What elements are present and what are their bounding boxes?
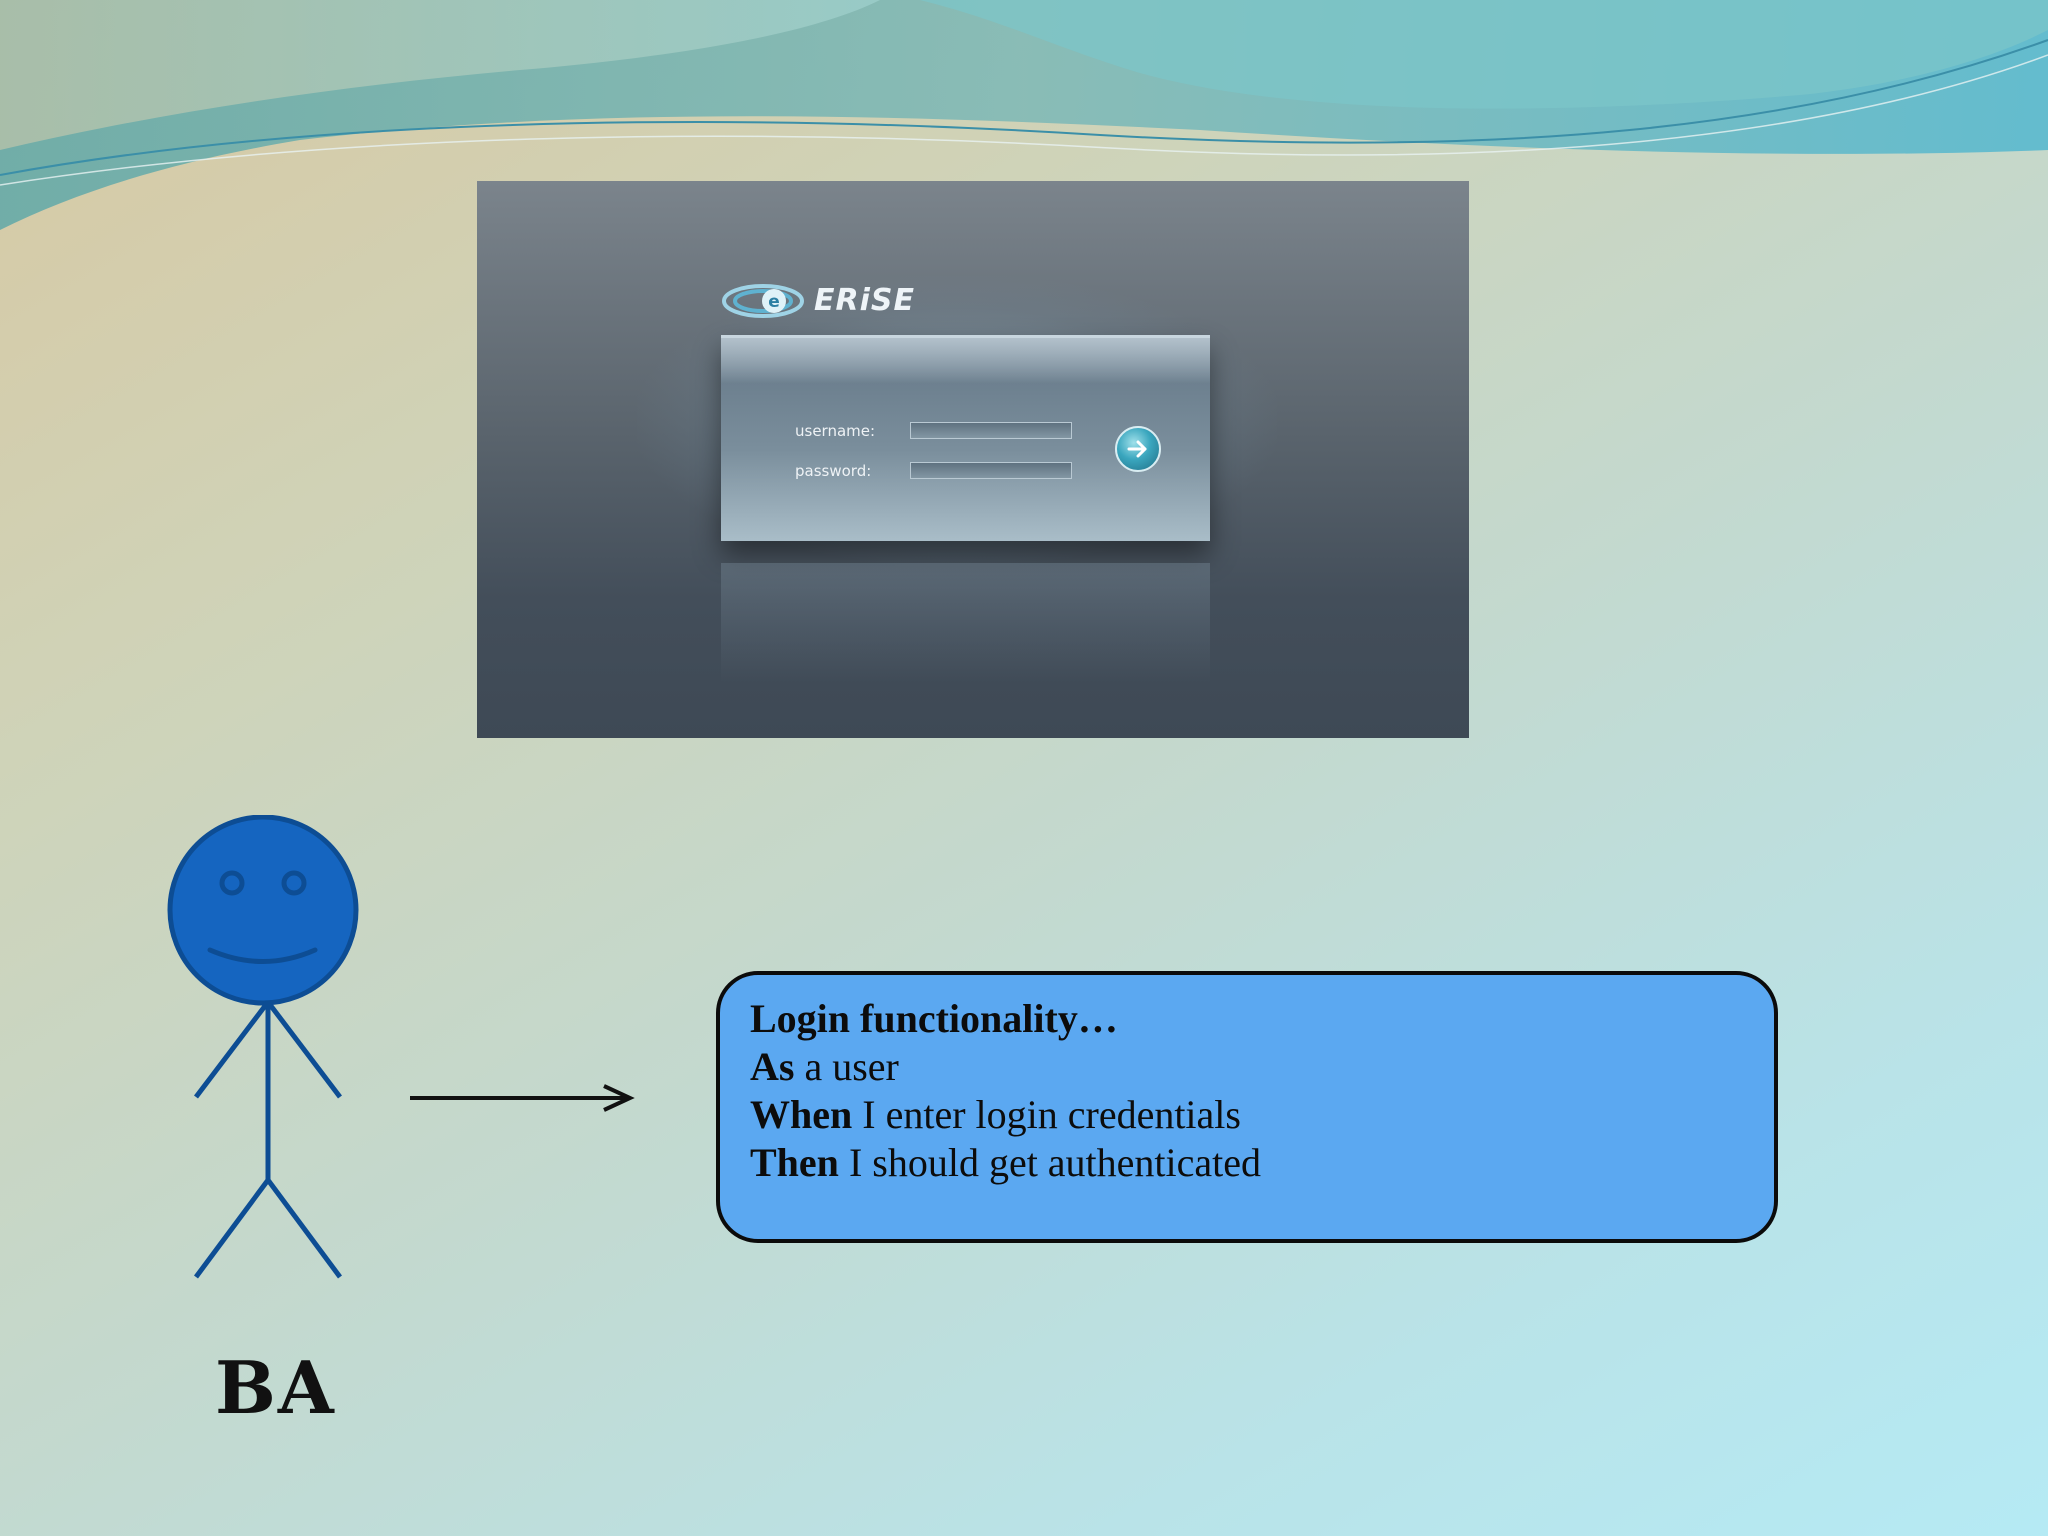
username-input[interactable]: [910, 422, 1072, 439]
logo-text: ERiSE: [814, 283, 915, 318]
story-title: Login functionality…: [750, 996, 1118, 1041]
actor-right-leg: [265, 1178, 343, 1279]
story-keyword: When: [750, 1092, 853, 1137]
actor-left-leg: [193, 1178, 271, 1279]
actor-smile: [207, 947, 318, 964]
login-panel: username: password:: [721, 335, 1210, 541]
story-text: I should get authenticated: [838, 1140, 1262, 1185]
story-text: I enter login credentials: [852, 1092, 1241, 1137]
actor-head: [167, 815, 359, 1006]
panel-shine: [721, 338, 1210, 384]
top-wave-decoration: [0, 0, 2048, 230]
password-input[interactable]: [910, 462, 1072, 479]
story-keyword: Then: [750, 1140, 839, 1185]
login-submit-button[interactable]: [1115, 426, 1161, 472]
login-screenshot: e ERiSE username: password:: [477, 181, 1469, 738]
actor-left-arm: [194, 1000, 270, 1099]
erise-logo: e ERiSE: [722, 283, 915, 318]
arrow-right-icon: [1127, 440, 1147, 458]
story-line-as: As a user: [750, 1043, 1744, 1091]
password-label: password:: [795, 462, 872, 480]
actor-left-eye: [219, 870, 245, 896]
actor-right-arm: [266, 1000, 342, 1099]
erise-logo-icon: e: [722, 283, 804, 318]
story-keyword: As: [750, 1044, 795, 1089]
arrow-right-icon: [410, 1084, 635, 1112]
story-text: a user: [794, 1044, 899, 1089]
username-label: username:: [795, 422, 876, 440]
story-line-then: Then I should get authenticated: [750, 1139, 1744, 1187]
panel-reflection: [721, 563, 1210, 683]
stick-figure-actor: [167, 815, 359, 1279]
svg-text:e: e: [768, 292, 780, 312]
user-story-box: Login functionality… As a user When I en…: [716, 971, 1778, 1243]
story-line-when: When I enter login credentials: [750, 1091, 1744, 1139]
actor-label: BA: [215, 1345, 336, 1430]
actor-right-eye: [281, 870, 307, 896]
